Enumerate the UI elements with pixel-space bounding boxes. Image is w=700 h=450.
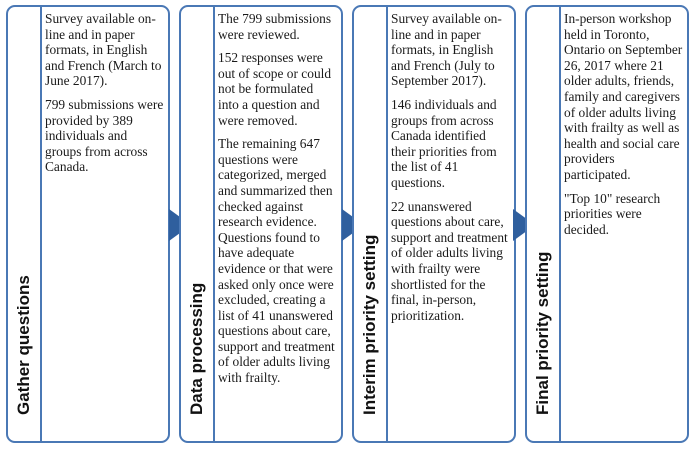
- stage-description: In-person workshop held in Toronto, Onta…: [564, 11, 683, 437]
- stage-description: Survey available on-line and in paper fo…: [45, 11, 164, 437]
- stage-title-panel: Gather questions: [8, 7, 42, 441]
- stage-paragraph: 152 responses were out of scope or could…: [218, 50, 332, 128]
- stage-data-processing: Data processing The 799 submissions were…: [179, 5, 343, 443]
- stage-title: Gather questions: [14, 275, 33, 415]
- stage-final-priority-setting: Final priority setting In-person worksho…: [525, 5, 689, 443]
- stage-title-panel: Final priority setting: [527, 7, 561, 441]
- stage-paragraph: Survey available on-line and in paper fo…: [391, 11, 502, 89]
- stage-gather-questions: Gather questions Survey available on-lin…: [6, 5, 170, 443]
- stage-paragraph: 22 unanswered questions about care, supp…: [391, 198, 508, 323]
- stage-paragraph: The 799 submissions were reviewed.: [218, 11, 332, 42]
- stage-interim-priority-setting: Interim priority setting Survey availabl…: [352, 5, 516, 443]
- stage-title-panel: Interim priority setting: [354, 7, 388, 441]
- stage-paragraph: In-person workshop held in Toronto, Onta…: [564, 11, 683, 182]
- stage-paragraph: 799 submissions were provided by 389 ind…: [45, 96, 164, 175]
- stage-title: Interim priority setting: [360, 234, 379, 415]
- stage-description: Survey available on-line and in paper fo…: [391, 11, 510, 437]
- stage-description: The 799 submissions were reviewed. 152 r…: [218, 11, 337, 437]
- stage-title: Data processing: [187, 282, 206, 415]
- stage-paragraph: "Top 10" research priorities were decide…: [564, 190, 661, 237]
- stage-paragraph: 146 individuals and groups from across C…: [391, 96, 497, 190]
- stage-paragraph: Survey available on-line and in paper fo…: [45, 11, 162, 89]
- stage-paragraph: The remaining 647 questions were categor…: [218, 136, 335, 386]
- stage-title: Final priority setting: [533, 251, 552, 415]
- stage-title-panel: Data processing: [181, 7, 215, 441]
